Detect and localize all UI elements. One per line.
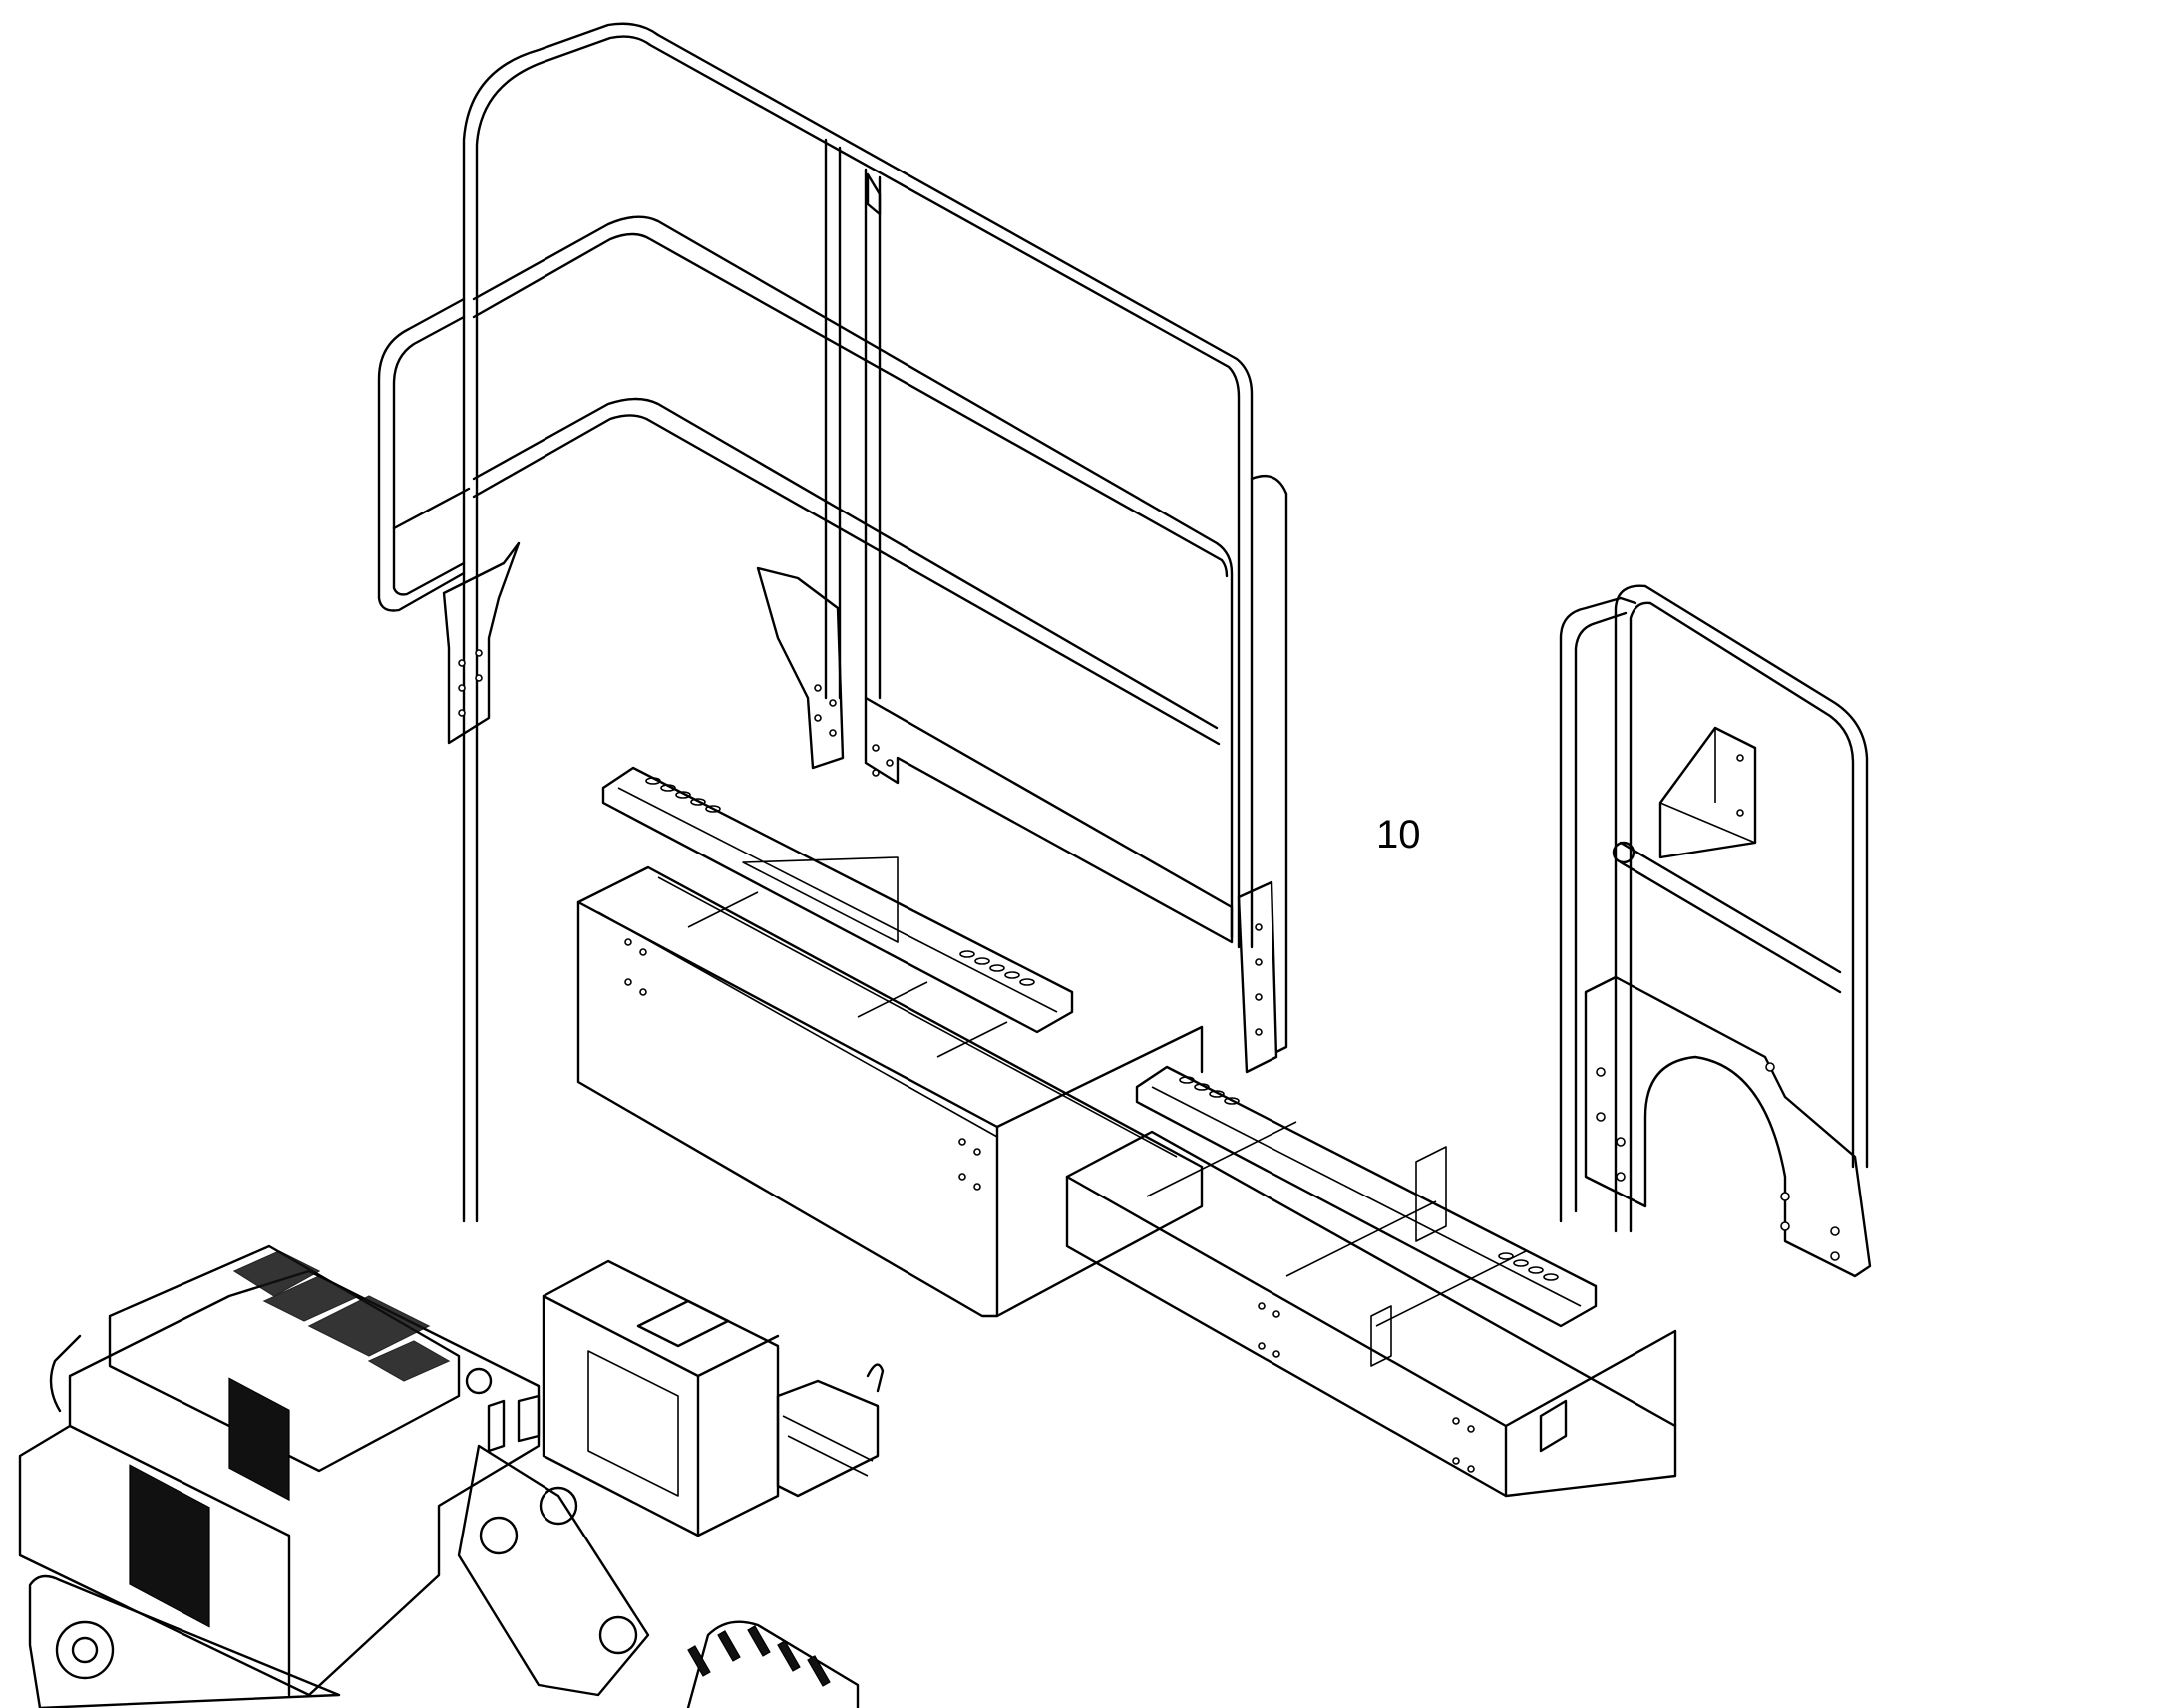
walkway-box-right <box>1065 1065 1677 1498</box>
excavator-overview <box>18 1244 885 1708</box>
callout-label: 10 <box>1376 813 1421 856</box>
handrail-large <box>377 22 1288 1223</box>
handrail-small <box>1559 584 1872 1278</box>
tread-slots <box>645 777 1035 986</box>
walkway-box-left <box>576 766 1204 1318</box>
